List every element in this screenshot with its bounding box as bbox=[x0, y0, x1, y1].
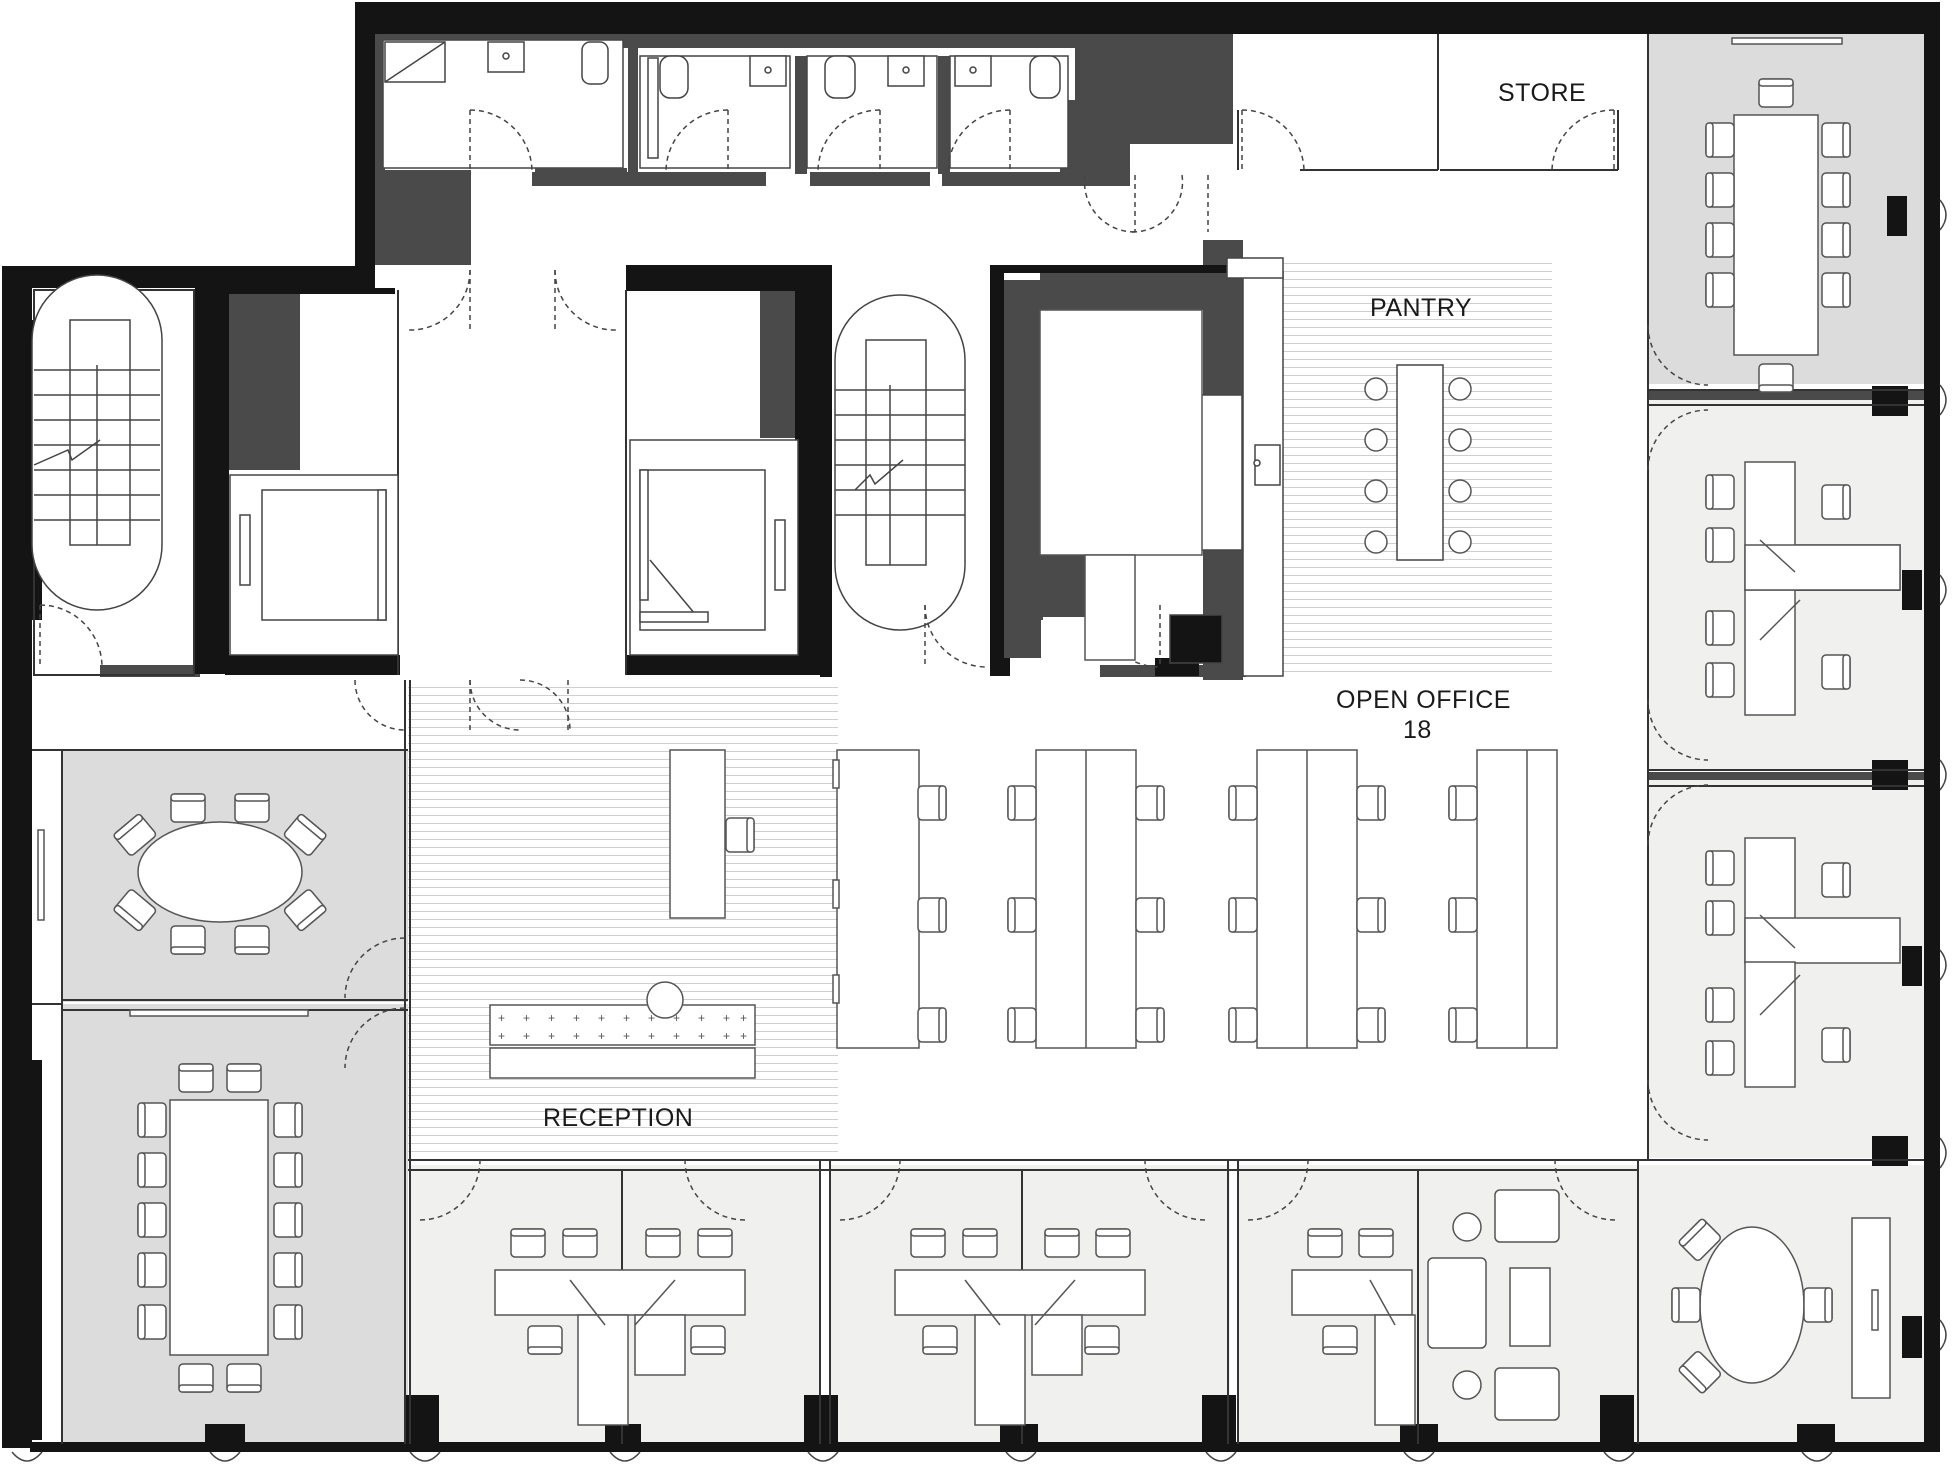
stair-central bbox=[834, 294, 966, 631]
svg-text:+: + bbox=[498, 1011, 505, 1025]
svg-text:+: + bbox=[698, 1011, 705, 1025]
svg-text:+: + bbox=[573, 1011, 580, 1025]
label-pantry: PANTRY bbox=[1370, 294, 1472, 322]
svg-text:+: + bbox=[548, 1011, 555, 1025]
svg-text:+: + bbox=[723, 1029, 730, 1043]
svg-text:+: + bbox=[648, 1029, 655, 1043]
svg-text:+: + bbox=[623, 1029, 630, 1043]
svg-text:+: + bbox=[740, 1011, 747, 1025]
svg-text:+: + bbox=[523, 1029, 530, 1043]
reception-floor bbox=[408, 680, 838, 1160]
facade-scallops bbox=[11, 199, 1947, 1462]
label-store: STORE bbox=[1498, 79, 1586, 107]
east-office-desks bbox=[1705, 461, 1901, 1088]
svg-text:+: + bbox=[498, 1029, 505, 1043]
label-reception: RECEPTION bbox=[543, 1104, 693, 1132]
svg-text:+: + bbox=[573, 1029, 580, 1043]
label-open-office-count: 18 bbox=[1403, 716, 1432, 744]
svg-text:+: + bbox=[698, 1029, 705, 1043]
corner-office-furniture bbox=[1671, 1217, 1891, 1399]
open-office-benches bbox=[832, 749, 1558, 1049]
svg-text:+: + bbox=[723, 1011, 730, 1025]
meeting-table-north-east bbox=[1705, 37, 1851, 393]
svg-text:+: + bbox=[623, 1011, 630, 1025]
lounge-furniture bbox=[1427, 1189, 1560, 1421]
open-office-chairs bbox=[917, 785, 1478, 1043]
south-office-desks bbox=[494, 1228, 1416, 1426]
svg-text:+: + bbox=[648, 1011, 655, 1025]
svg-text:+: + bbox=[673, 1029, 680, 1043]
svg-text:+: + bbox=[598, 1029, 605, 1043]
svg-text:+: + bbox=[523, 1011, 530, 1025]
svg-text:+: + bbox=[548, 1029, 555, 1043]
toilets bbox=[382, 39, 1069, 182]
reception-furniture: + + + + + + + + + + + + + + + + + + + + + + bbox=[489, 749, 756, 1079]
meeting-room-west-furniture bbox=[37, 793, 328, 1393]
svg-text:+: + bbox=[673, 1011, 680, 1025]
kitchen-counter bbox=[1039, 309, 1203, 661]
lifts bbox=[229, 439, 799, 656]
svg-text:+: + bbox=[598, 1011, 605, 1025]
svg-text:+: + bbox=[740, 1029, 747, 1043]
walls bbox=[2, 2, 1940, 1452]
label-open-office: OPEN OFFICE bbox=[1336, 686, 1511, 714]
stair-west bbox=[31, 274, 163, 611]
